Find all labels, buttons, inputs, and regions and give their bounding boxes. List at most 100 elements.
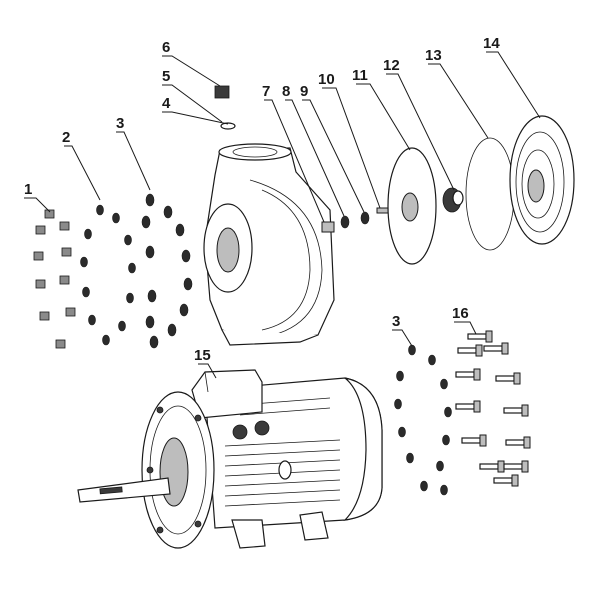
nut: [55, 339, 66, 349]
washer: [145, 245, 155, 259]
flange-spigot: [159, 437, 189, 507]
pump-casing: [203, 143, 335, 346]
leader-14: [486, 51, 541, 119]
discharge-bore: [232, 146, 278, 158]
part-7-nut: [321, 221, 335, 233]
leader-8: [285, 99, 345, 217]
bolt: [503, 460, 529, 473]
washer: [96, 204, 104, 216]
bolt: [493, 474, 519, 487]
part-11-impeller: [387, 147, 437, 265]
callout-15: 15: [194, 347, 211, 364]
part-10-key: [376, 207, 390, 214]
washer: [181, 249, 191, 263]
leader-1: [24, 197, 51, 213]
motor-shaft: [77, 477, 171, 503]
leader-lines: [24, 51, 541, 379]
flange-hole: [156, 526, 164, 534]
motor-fins: [224, 397, 341, 507]
part-3-washers-right: [394, 344, 452, 496]
washer: [440, 484, 448, 496]
bolt: [455, 400, 481, 413]
part-6-plug: [214, 85, 230, 99]
flange-hole: [194, 414, 202, 422]
part-15-motor: [77, 369, 383, 549]
leader-15: [198, 363, 217, 379]
washer: [84, 228, 92, 240]
washer: [118, 320, 126, 332]
washer: [394, 398, 402, 410]
callout-4: 4: [162, 95, 171, 112]
motor-foot: [231, 519, 266, 549]
washer: [406, 452, 414, 464]
callout-1: 1: [24, 181, 32, 198]
back-plate-ring: [521, 149, 555, 219]
motor-foot: [299, 511, 329, 541]
callout-2: 2: [62, 129, 70, 146]
part-14-back-plate: [509, 115, 575, 245]
flange-hole: [194, 520, 202, 528]
part-1-nuts: [33, 209, 76, 349]
seal-face: [452, 190, 464, 206]
part-8-washer: [340, 215, 350, 229]
nut: [35, 225, 46, 235]
part-9-washer: [360, 211, 370, 225]
back-plate-ring: [515, 131, 565, 233]
washer: [124, 234, 132, 246]
washer: [220, 122, 236, 130]
leader-9: [302, 99, 365, 213]
washer: [82, 286, 90, 298]
part-13-o-ring: [465, 137, 515, 251]
callout-3b: 3: [392, 313, 400, 330]
discharge-flange: [218, 143, 292, 161]
bolt: [495, 372, 521, 385]
part-16-bolts: [455, 330, 531, 487]
nut: [65, 307, 76, 317]
leader-12: [386, 73, 455, 191]
washer: [149, 335, 159, 349]
volute-line: [261, 189, 311, 331]
callout-14: 14: [483, 35, 500, 52]
leader-10: [322, 87, 381, 209]
washer: [436, 460, 444, 472]
leader-3a: [116, 131, 151, 191]
nut: [39, 311, 50, 321]
washer: [145, 193, 155, 207]
leader-6: [162, 55, 221, 87]
leader-16: [454, 321, 477, 335]
bolt: [505, 436, 531, 449]
washer: [428, 354, 436, 366]
washer: [408, 344, 416, 356]
cable-gland: [254, 420, 270, 436]
callout-16: 16: [452, 305, 469, 322]
bolt: [467, 330, 493, 343]
washer: [80, 256, 88, 268]
leader-4: [162, 111, 229, 125]
casing-foot: [221, 329, 319, 346]
part-12-seal: [442, 187, 464, 213]
callout-10: 10: [318, 71, 335, 88]
bolt: [503, 404, 529, 417]
washer: [163, 205, 173, 219]
terminal-box-edge: [204, 371, 209, 393]
washer: [444, 406, 452, 418]
washer: [398, 426, 406, 438]
washer: [167, 323, 177, 337]
suction-bore: [216, 227, 240, 273]
back-plate-hub: [527, 169, 545, 203]
washer: [440, 378, 448, 390]
washer: [183, 277, 193, 291]
nut: [35, 279, 46, 289]
washer: [145, 315, 155, 329]
callout-13: 13: [425, 47, 442, 64]
washer: [420, 480, 428, 492]
washer: [175, 223, 185, 237]
bolt: [483, 342, 509, 355]
impeller-hub: [401, 192, 419, 222]
washer: [396, 370, 404, 382]
callouts: 1 2 3 3 4 5 6 7 8 9 10 11 12 13 14 15 16: [24, 35, 500, 364]
leader-7: [264, 99, 325, 223]
plug: [214, 85, 230, 99]
washer: [179, 303, 189, 317]
